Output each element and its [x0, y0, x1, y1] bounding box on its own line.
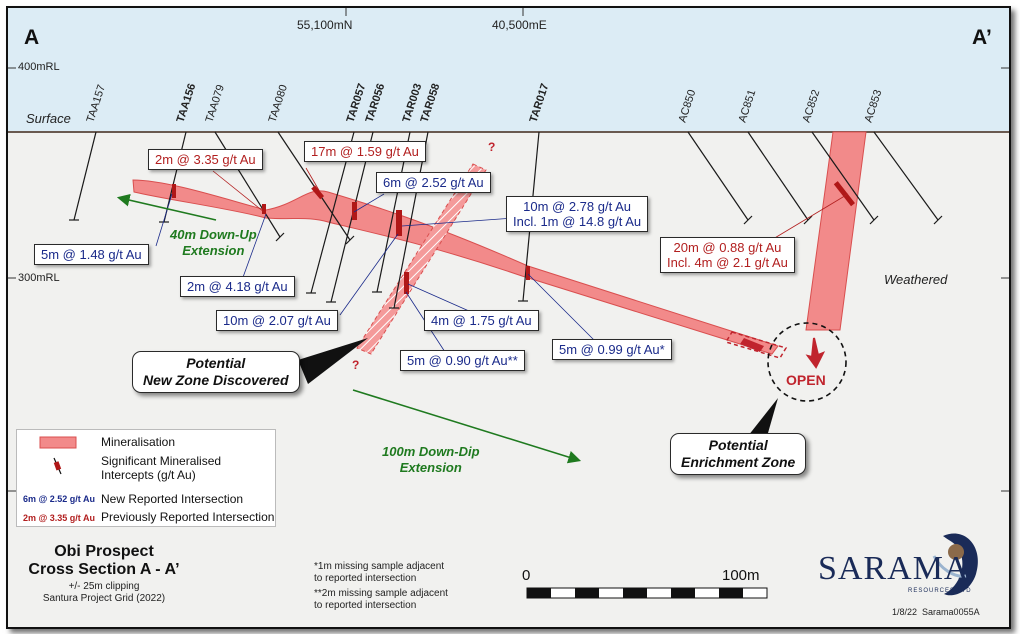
- rl-400-label: 400mRL: [18, 61, 60, 73]
- hole-taa080-trace: [277, 131, 351, 241]
- up-extension-arrow: [116, 193, 217, 221]
- section-end-label: A’: [972, 26, 992, 49]
- mineralisation-steep-zone: [805, 131, 867, 331]
- hole-taa079-trace: [214, 131, 281, 238]
- intercept-box: 2m @ 3.35 g/t Au: [148, 149, 263, 170]
- intercept-marks: [172, 181, 855, 294]
- main-lode-arrow: [740, 338, 764, 352]
- intercept-box: 10m @ 2.07 g/t Au: [216, 310, 338, 331]
- intercept-box: 2m @ 4.18 g/t Au: [180, 276, 295, 297]
- mineralisation-open-tip: [724, 331, 788, 359]
- section-start-label: A: [24, 26, 40, 49]
- cross-section-figure: A A’ 55,100mN 40,500mE 400mRL 300mRL Sur…: [6, 6, 1011, 629]
- legend-new-label: New Reported Intersection: [101, 492, 244, 506]
- mineralisation-new-zone: [356, 163, 487, 355]
- open-arrow: [805, 337, 826, 369]
- hole-ac853-trace: [873, 131, 939, 221]
- figure-reference: 1/8/22 Sarama0055A: [892, 607, 980, 617]
- company-logo-subtitle: RESOURCES LTD: [908, 588, 972, 594]
- intercept-box: 5m @ 0.99 g/t Au*: [552, 339, 672, 360]
- logo-mark: [932, 533, 978, 596]
- question-mark-bottom: ?: [352, 358, 360, 372]
- northing-label: 55,100mN: [297, 18, 353, 32]
- intercept-box: 5m @ 1.48 g/t Au: [34, 244, 149, 265]
- scale-end-label: 100m: [722, 567, 760, 584]
- legend-previous-sample: 2m @ 3.35 g/t Au: [23, 513, 95, 523]
- scale-start-label: 0: [522, 567, 531, 584]
- mineralisation-main-lode: [132, 179, 779, 355]
- legend-mineralisation-swatch: [39, 436, 77, 449]
- intercept-box: 5m @ 0.90 g/t Au**: [400, 350, 525, 371]
- enrichment-pointer: [748, 398, 778, 440]
- hole-taa157-trace: [73, 131, 97, 221]
- question-mark-top: ?: [488, 140, 496, 154]
- rl-300-label: 300mRL: [18, 272, 60, 284]
- intercept-box: 6m @ 2.52 g/t Au: [376, 172, 491, 193]
- legend-intercept-swatch: [53, 457, 62, 475]
- legend-mineralisation-label: Mineralisation: [101, 435, 176, 449]
- hole-ac852-trace: [811, 131, 875, 221]
- legend-new-sample: 6m @ 2.52 g/t Au: [23, 494, 95, 504]
- easting-label: 40,500mE: [492, 18, 547, 32]
- weathered-label: Weathered: [884, 272, 948, 287]
- open-circle: [767, 322, 847, 402]
- legend-previous-label: Previously Reported Intersection: [101, 510, 275, 524]
- intercept-box: 17m @ 1.59 g/t Au: [304, 141, 426, 162]
- hole-ac850-trace: [687, 131, 749, 221]
- surface-label: Surface: [26, 111, 71, 126]
- company-logo: SARAMA: [818, 550, 970, 587]
- scale-bar: [526, 587, 768, 599]
- section-canvas: [8, 8, 1009, 599]
- open-label: OPEN: [786, 372, 826, 388]
- intercept-box: 4m @ 1.75 g/t Au: [424, 310, 539, 331]
- sky-area: [8, 8, 1009, 132]
- dip-extension-arrow: [352, 389, 582, 464]
- new-zone-pointer: [298, 338, 368, 384]
- hole-ac851-trace: [747, 131, 809, 221]
